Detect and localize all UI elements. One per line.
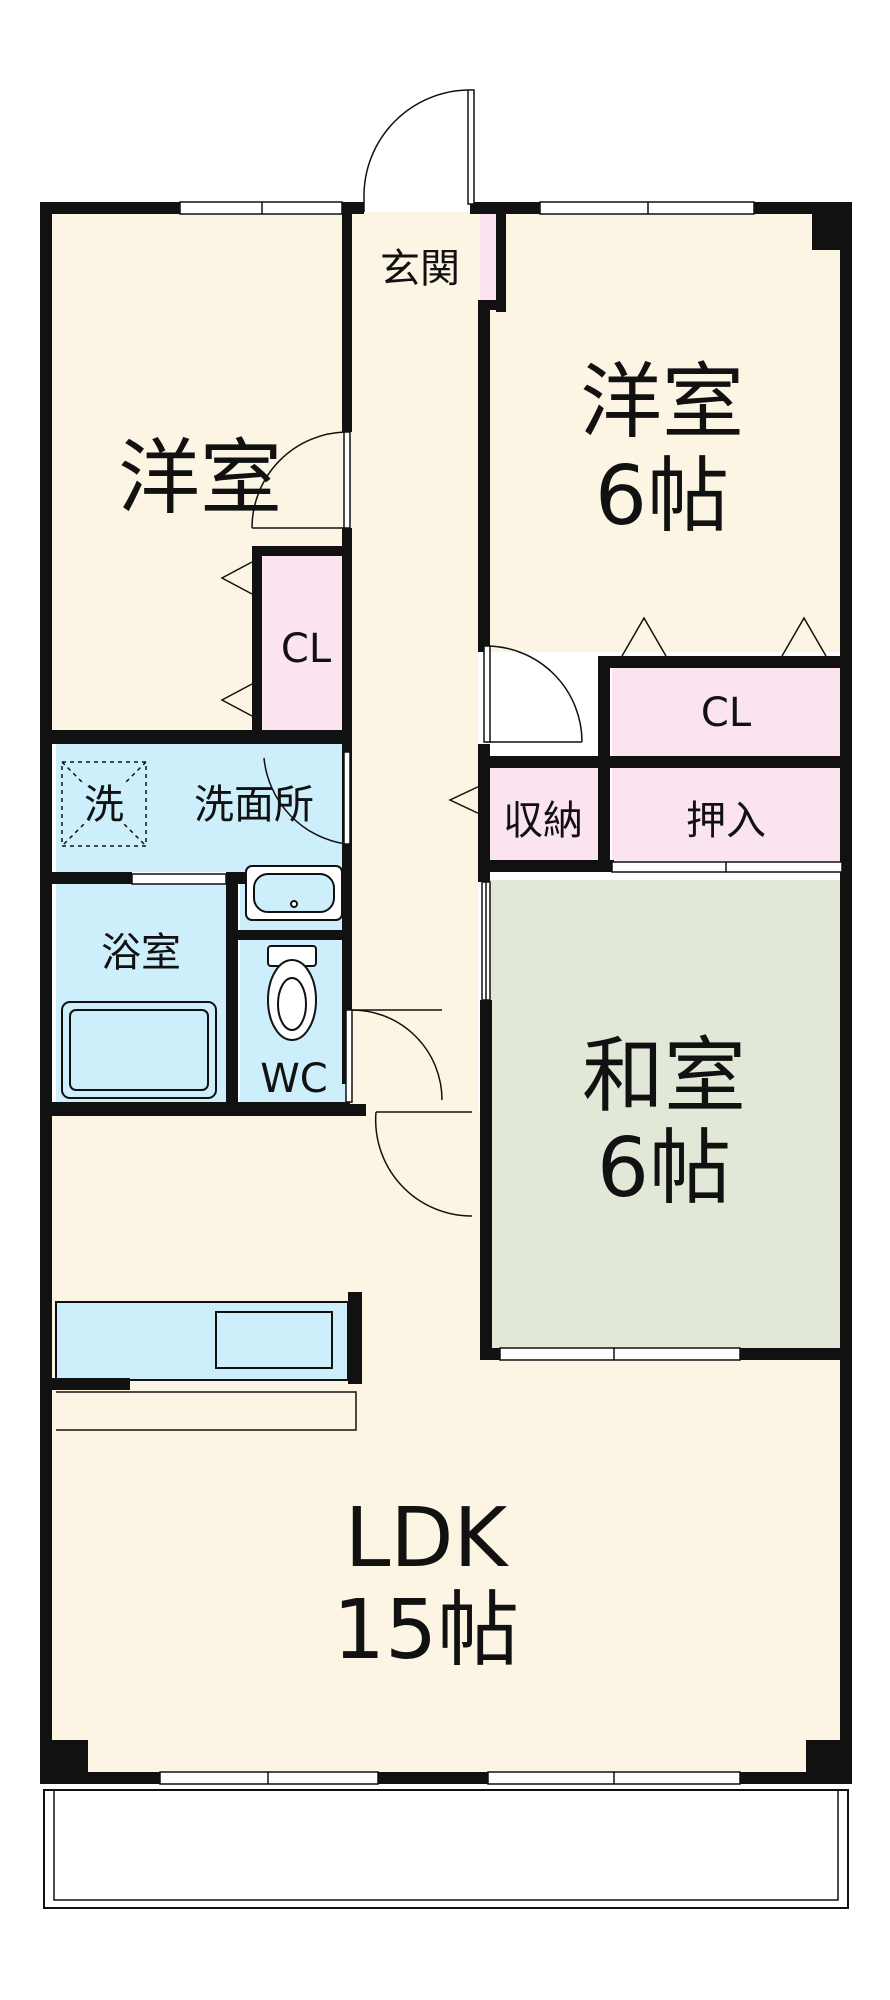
balcony: [43, 1789, 849, 1909]
balcony-inner: [53, 1789, 839, 1901]
label-western-room-right: 洋室: [580, 355, 744, 450]
floor-corridor: [352, 212, 478, 1112]
vanity-sink: [245, 865, 343, 921]
label-ldk: LDK: [345, 1491, 510, 1586]
floor-japanese-room: [490, 880, 842, 1350]
bathtub: [61, 1001, 217, 1099]
toilet-fixture: [267, 945, 317, 1041]
label-ldk-size: 15帖: [333, 1583, 519, 1678]
floor-closet-right: [612, 666, 842, 756]
floor-entrance: [362, 212, 480, 314]
floor-closet-left: [262, 556, 348, 734]
floor-storage: [484, 768, 600, 870]
label-western-room-right-size: 6帖: [595, 449, 729, 544]
floor-oshiire: [612, 768, 842, 870]
windows: [131, 201, 843, 1785]
label-bathroom: 浴室: [101, 930, 181, 976]
label-closet-left: CL: [281, 626, 332, 672]
doors: [56, 89, 827, 1431]
label-toilet: WC: [260, 1056, 327, 1102]
washer-label-bg: [82, 784, 126, 824]
label-washer: 洗: [84, 782, 124, 828]
label-storage: 収納: [503, 798, 583, 844]
label-entrance: 玄関: [380, 246, 460, 292]
label-closet-right: CL: [701, 690, 752, 736]
label-oshiire: 押入: [686, 798, 766, 844]
label-japanese-room: 和室: [582, 1029, 746, 1124]
label-washroom: 洗面所: [194, 782, 314, 828]
label-western-room-left: 洋室: [118, 431, 282, 526]
kitchen-sink: [215, 1311, 333, 1369]
label-japanese-room-size: 6帖: [597, 1121, 731, 1216]
floor-western-room-right: [478, 212, 842, 652]
